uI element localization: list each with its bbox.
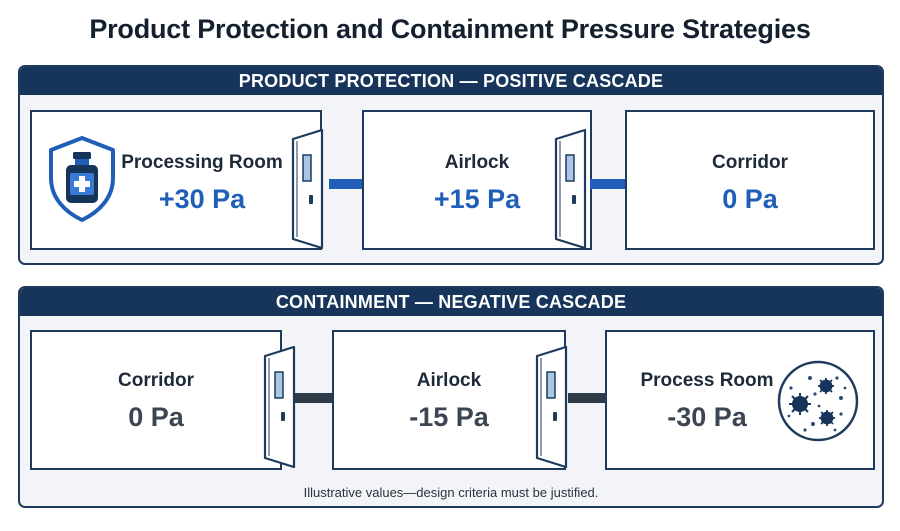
room-pressure-value: 0 Pa — [128, 402, 184, 432]
shield-vial-icon — [49, 136, 115, 222]
airlock-room-box: Airlock -15 Pa — [332, 330, 566, 470]
contaminant-particles-icon — [777, 360, 859, 442]
panel-heading: PRODUCT PROTECTION — POSITIVE CASCADE — [20, 67, 882, 95]
footnote: Illustrative values—design criteria must… — [303, 485, 599, 500]
processing-room-box: Processing Room +30 Pa — [30, 110, 322, 250]
door-icon — [535, 346, 568, 468]
room-label: Airlock — [416, 370, 482, 391]
room-label: Corridor — [712, 152, 788, 173]
room-label: Corridor — [118, 370, 194, 391]
room-label: Process Room — [640, 370, 774, 391]
room-pressure-value: -15 Pa — [409, 402, 489, 432]
room-label: Processing Room — [121, 152, 283, 173]
page-title: Product Protection and Containment Press… — [89, 14, 811, 44]
panel-heading: CONTAINMENT — NEGATIVE CASCADE — [20, 288, 882, 316]
room-pressure-value: +15 Pa — [433, 184, 521, 214]
containment-panel: CONTAINMENT — NEGATIVE CASCADE Corridor … — [18, 286, 884, 508]
corridor-room-box: Corridor 0 Pa — [625, 110, 875, 250]
corridor-room-box: Corridor 0 Pa — [30, 330, 282, 470]
door-icon — [263, 346, 296, 468]
room-pressure-value: +30 Pa — [158, 184, 246, 214]
door-icon — [554, 129, 587, 249]
process-room-box: Process Room -30 Pa — [605, 330, 875, 470]
product-protection-panel: PRODUCT PROTECTION — POSITIVE CASCADE Pr… — [18, 65, 884, 265]
door-icon — [291, 129, 324, 249]
room-label: Airlock — [444, 152, 510, 173]
room-pressure-value: -30 Pa — [667, 402, 747, 432]
room-pressure-value: 0 Pa — [722, 184, 778, 214]
